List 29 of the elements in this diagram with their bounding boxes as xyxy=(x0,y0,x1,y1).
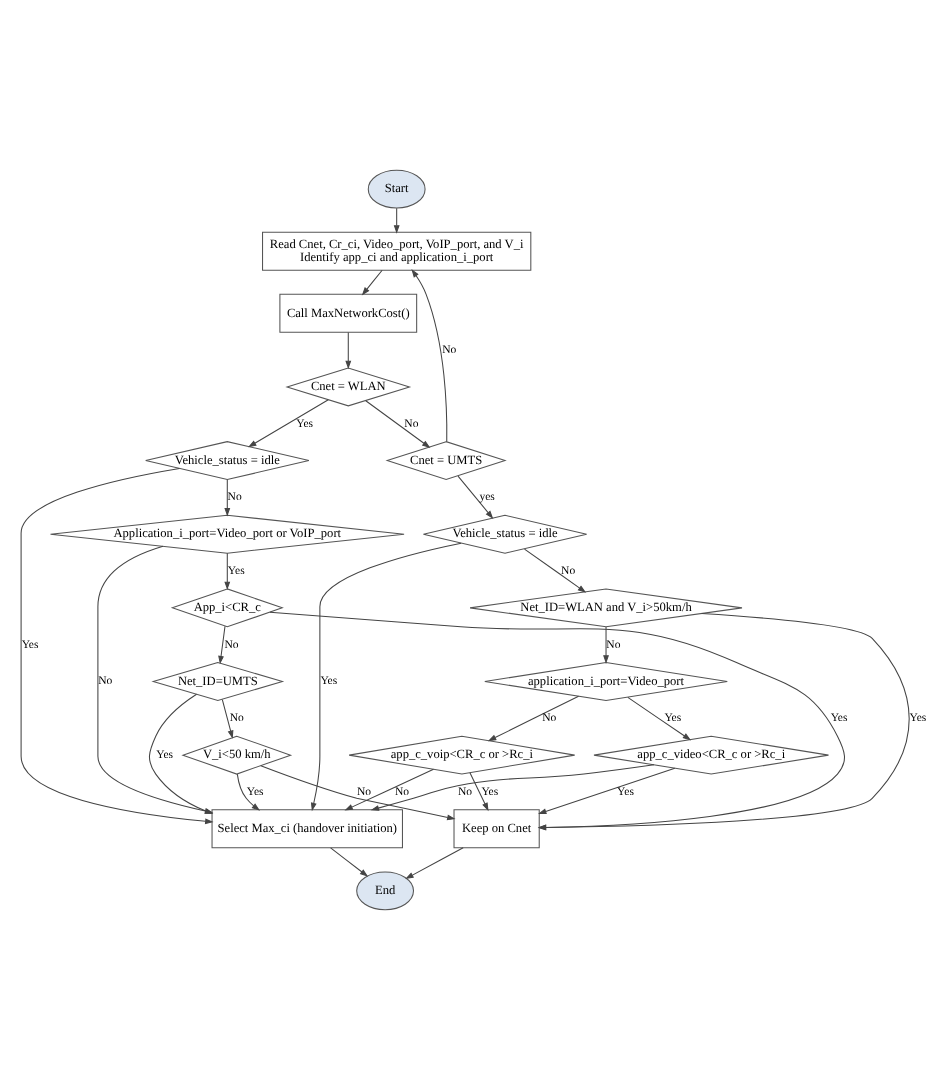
arrow xyxy=(469,771,489,811)
arrow xyxy=(310,541,462,811)
arrow xyxy=(330,846,369,876)
arrow xyxy=(393,206,400,233)
arrow xyxy=(457,474,494,518)
arrow xyxy=(487,694,580,741)
arrow xyxy=(218,624,226,664)
arrow xyxy=(365,399,431,447)
arrow xyxy=(260,764,456,820)
arrow xyxy=(248,398,329,447)
arrow xyxy=(148,692,214,813)
arrow xyxy=(524,547,587,592)
arrow xyxy=(361,268,383,295)
arrow xyxy=(627,695,692,740)
arrow xyxy=(224,551,231,590)
arrow xyxy=(97,544,214,813)
arrow xyxy=(370,763,655,810)
arrow xyxy=(20,466,214,824)
arrow xyxy=(411,268,448,441)
arrow xyxy=(537,612,910,830)
arrow xyxy=(221,698,234,738)
arrow xyxy=(345,330,352,369)
arrow xyxy=(344,767,435,810)
arrow xyxy=(236,772,261,810)
arrow xyxy=(405,846,464,878)
arrow xyxy=(538,766,676,814)
arrow xyxy=(224,478,231,516)
arrow xyxy=(603,625,609,663)
arrow xyxy=(269,610,845,830)
